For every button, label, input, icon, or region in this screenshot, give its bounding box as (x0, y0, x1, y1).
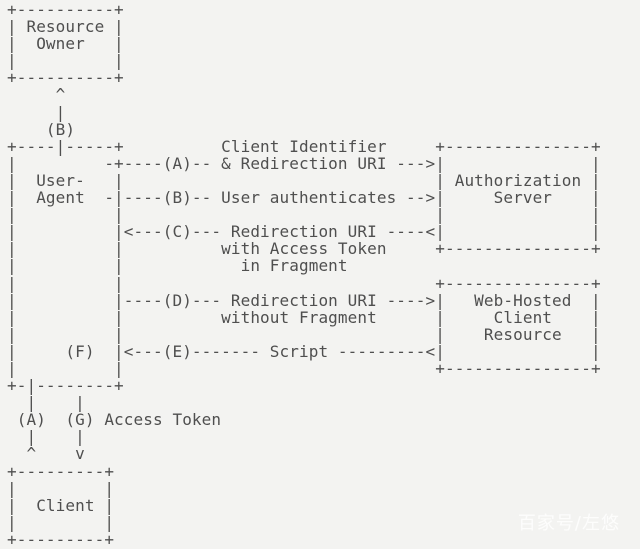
oauth-implicit-grant-figure: { "diagram": { "lines": [ "+----------+"… (7, 0, 619, 549)
oauth-implicit-flow-ascii-diagram: +----------+ | Resource | | Owner | | | … (7, 0, 601, 549)
